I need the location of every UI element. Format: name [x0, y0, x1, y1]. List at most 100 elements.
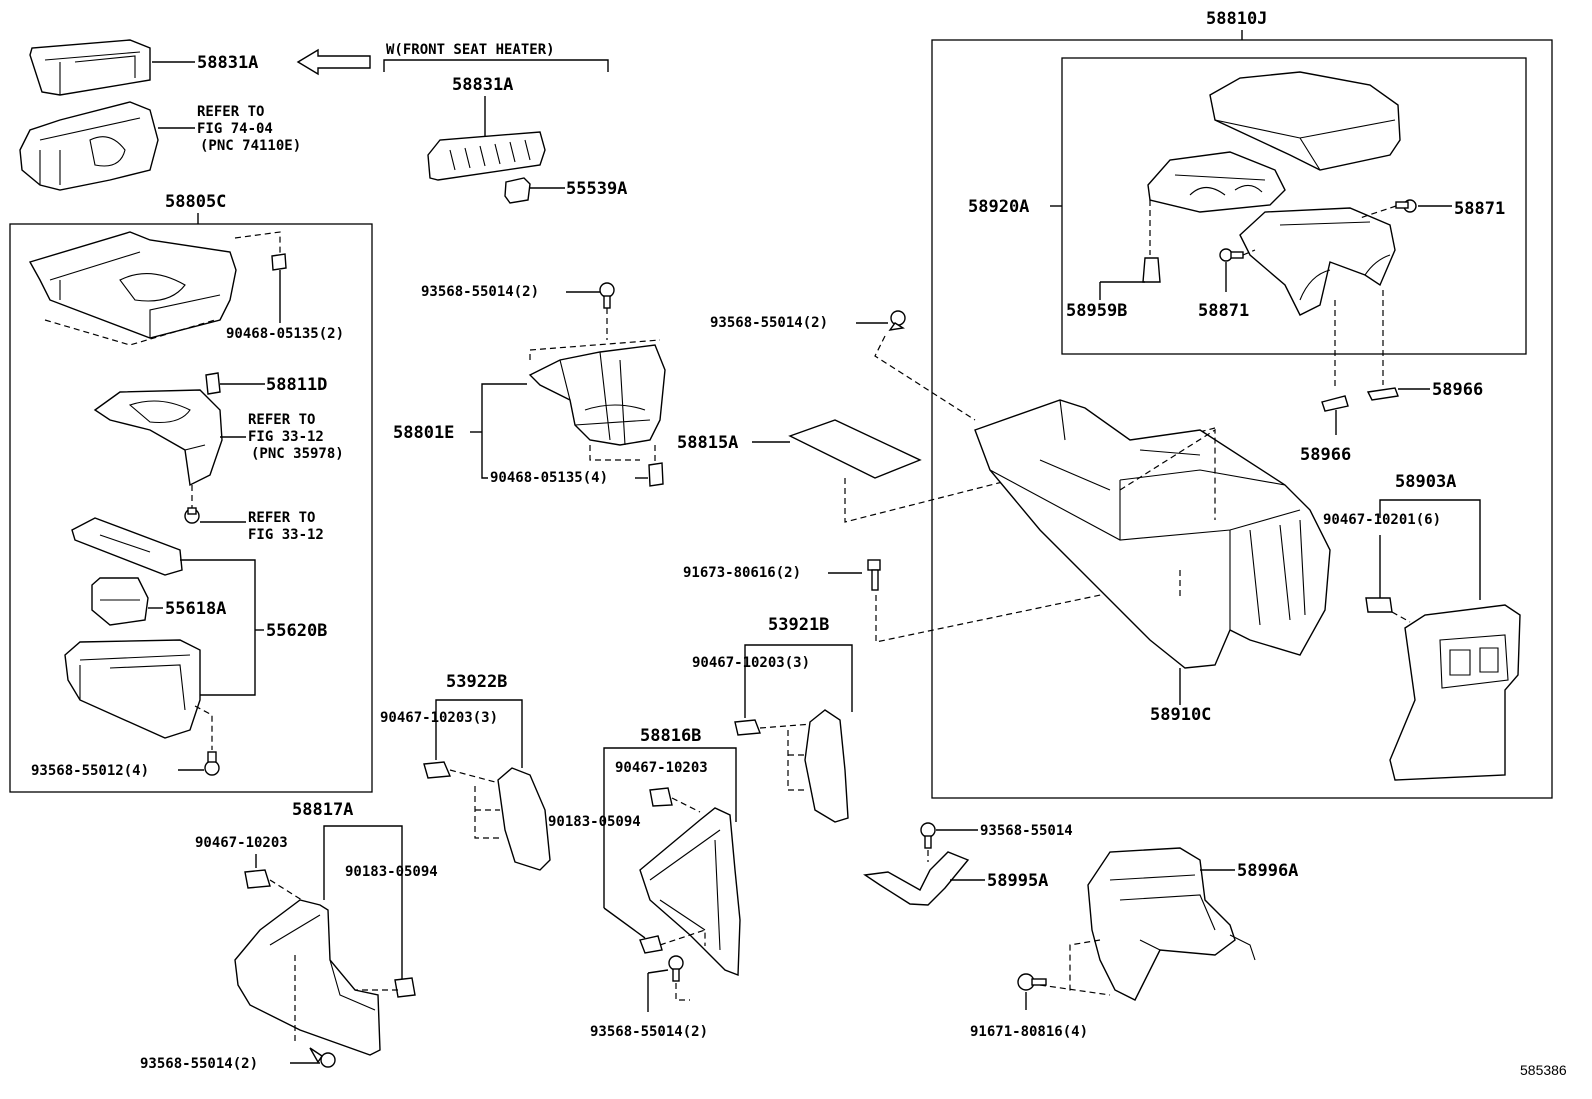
label-58995a: 58995A	[987, 871, 1048, 891]
screw-icon	[888, 310, 906, 331]
label-90467-10203-3-b: 90467-10203(3)	[380, 710, 498, 726]
part-55618a-drawing	[91, 577, 149, 626]
label-58801e: 58801E	[393, 423, 454, 443]
group-box-58810j	[931, 39, 1553, 799]
label-58810j: 58810J	[1206, 9, 1267, 29]
arrow-icon	[296, 48, 371, 76]
label-90183-05094-a: 90183-05094	[548, 814, 641, 830]
bolt-icon	[1017, 973, 1047, 991]
part-lid-drawing	[71, 517, 183, 576]
label-58920a: 58920A	[968, 197, 1029, 217]
label-91673-80616-2: 91673-80616(2)	[683, 565, 801, 581]
screw-icon	[668, 955, 684, 982]
label-refer-33-12a-l2: FIG 33-12	[248, 429, 324, 445]
clip-icon	[394, 977, 416, 998]
screw-icon	[1219, 248, 1244, 262]
label-58966-b: 58966	[1300, 445, 1351, 465]
label-58817a: 58817A	[292, 800, 353, 820]
label-58996a: 58996A	[1237, 861, 1298, 881]
label-58871-b: 58871	[1198, 301, 1249, 321]
part-55539a-drawing	[504, 177, 531, 204]
screw-icon	[309, 1047, 336, 1068]
label-refer-74-04-l3: (PNC 74110E)	[200, 138, 301, 154]
part-58817a-trim-drawing	[234, 899, 381, 1056]
clip-icon	[734, 719, 761, 736]
part-53921b-side-panel-drawing	[804, 709, 849, 823]
part-74110e-drawing	[19, 101, 159, 191]
group-box-58805c	[9, 223, 373, 793]
label-refer-74-04-l2: FIG 74-04	[197, 121, 273, 137]
label-refer-74-04-l1: REFER TO	[197, 104, 264, 120]
label-90467-10203-a: 90467-10203	[615, 760, 708, 776]
label-93568-55014: 93568-55014	[980, 823, 1073, 839]
label-90183-05094-b: 90183-05094	[345, 864, 438, 880]
label-90467-10203-3-a: 90467-10203(3)	[692, 655, 810, 671]
part-storage-box-drawing	[64, 639, 201, 739]
part-58996a-bracket-drawing	[1087, 847, 1256, 1001]
part-58903a-rear-panel-drawing	[1389, 604, 1521, 781]
label-55618a: 55618A	[165, 599, 226, 619]
clip-icon	[649, 787, 673, 807]
label-93568-55014-2-a: 93568-55014(2)	[421, 284, 539, 300]
label-58871-a: 58871	[1454, 199, 1505, 219]
clip-icon	[639, 935, 663, 954]
label-w-front-seat-heater: W(FRONT SEAT HEATER)	[386, 42, 555, 58]
part-58995a-bracket-drawing	[863, 851, 970, 906]
diagram-number: 585386	[1520, 1062, 1567, 1078]
clip-icon	[205, 372, 221, 395]
label-refer-33-12a-l3: (PNC 35978)	[251, 446, 344, 462]
label-58959b: 58959B	[1066, 301, 1127, 321]
part-58815a-mat-drawing	[788, 419, 922, 479]
clip-icon	[1365, 597, 1393, 613]
part-58831a-switch-drawing	[427, 131, 546, 181]
label-93568-55014-2-b: 93568-55014(2)	[710, 315, 828, 331]
clip-icon	[1321, 395, 1349, 412]
label-55539a: 55539A	[566, 179, 627, 199]
clip-icon	[1366, 387, 1399, 401]
part-53922b-side-panel-drawing	[497, 767, 551, 871]
part-58801e-bracket-drawing	[528, 344, 666, 446]
label-93568-55014-2-d: 93568-55014(2)	[590, 1024, 708, 1040]
part-58910c-console-body-drawing	[974, 399, 1331, 669]
label-90467-10203-b: 90467-10203	[195, 835, 288, 851]
label-90467-10201-6: 90467-10201(6)	[1323, 512, 1441, 528]
label-53922b: 53922B	[446, 672, 507, 692]
screw-icon	[599, 282, 615, 309]
part-58805c-panel-drawing	[28, 231, 237, 339]
label-refer-33-12b-l1: REFER TO	[248, 510, 315, 526]
part-58831a-top-drawing	[29, 39, 151, 96]
label-93568-55012-4: 93568-55012(4)	[31, 763, 149, 779]
label-refer-33-12b-l2: FIG 33-12	[248, 527, 324, 543]
screw-icon	[920, 822, 936, 849]
label-53921b: 53921B	[768, 615, 829, 635]
bolt-icon	[184, 507, 200, 524]
part-armrest-hinge-drawing	[1147, 151, 1286, 213]
label-58910c: 58910C	[1150, 705, 1211, 725]
label-58811d: 58811D	[266, 375, 327, 395]
clip-icon	[1142, 257, 1161, 283]
bolt-icon	[204, 751, 220, 776]
label-58831a-mid: 58831A	[452, 75, 513, 95]
label-55620b: 55620B	[266, 621, 327, 641]
label-58831a-top: 58831A	[197, 53, 258, 73]
label-58815a: 58815A	[677, 433, 738, 453]
label-90468-05135-2: 90468-05135(2)	[226, 326, 344, 342]
clip-icon	[648, 462, 664, 487]
label-58966-a: 58966	[1432, 380, 1483, 400]
part-58816b-bracket-drawing	[639, 807, 741, 977]
clip-icon	[271, 253, 287, 271]
screw-icon	[1395, 199, 1417, 213]
clip-icon	[244, 869, 271, 889]
label-refer-33-12a-l1: REFER TO	[248, 412, 315, 428]
part-armrest-lid-drawing	[1209, 71, 1401, 171]
bolt-icon	[867, 559, 881, 591]
label-91671-80816-4: 91671-80816(4)	[970, 1024, 1088, 1040]
label-58816b: 58816B	[640, 726, 701, 746]
label-58903a: 58903A	[1395, 472, 1456, 492]
part-armrest-base-drawing	[1239, 207, 1396, 316]
label-93568-55014-2-c: 93568-55014(2)	[140, 1056, 258, 1072]
label-90468-05135-4: 90468-05135(4)	[490, 470, 608, 486]
label-58805c: 58805C	[165, 192, 226, 212]
clip-icon	[423, 761, 452, 779]
